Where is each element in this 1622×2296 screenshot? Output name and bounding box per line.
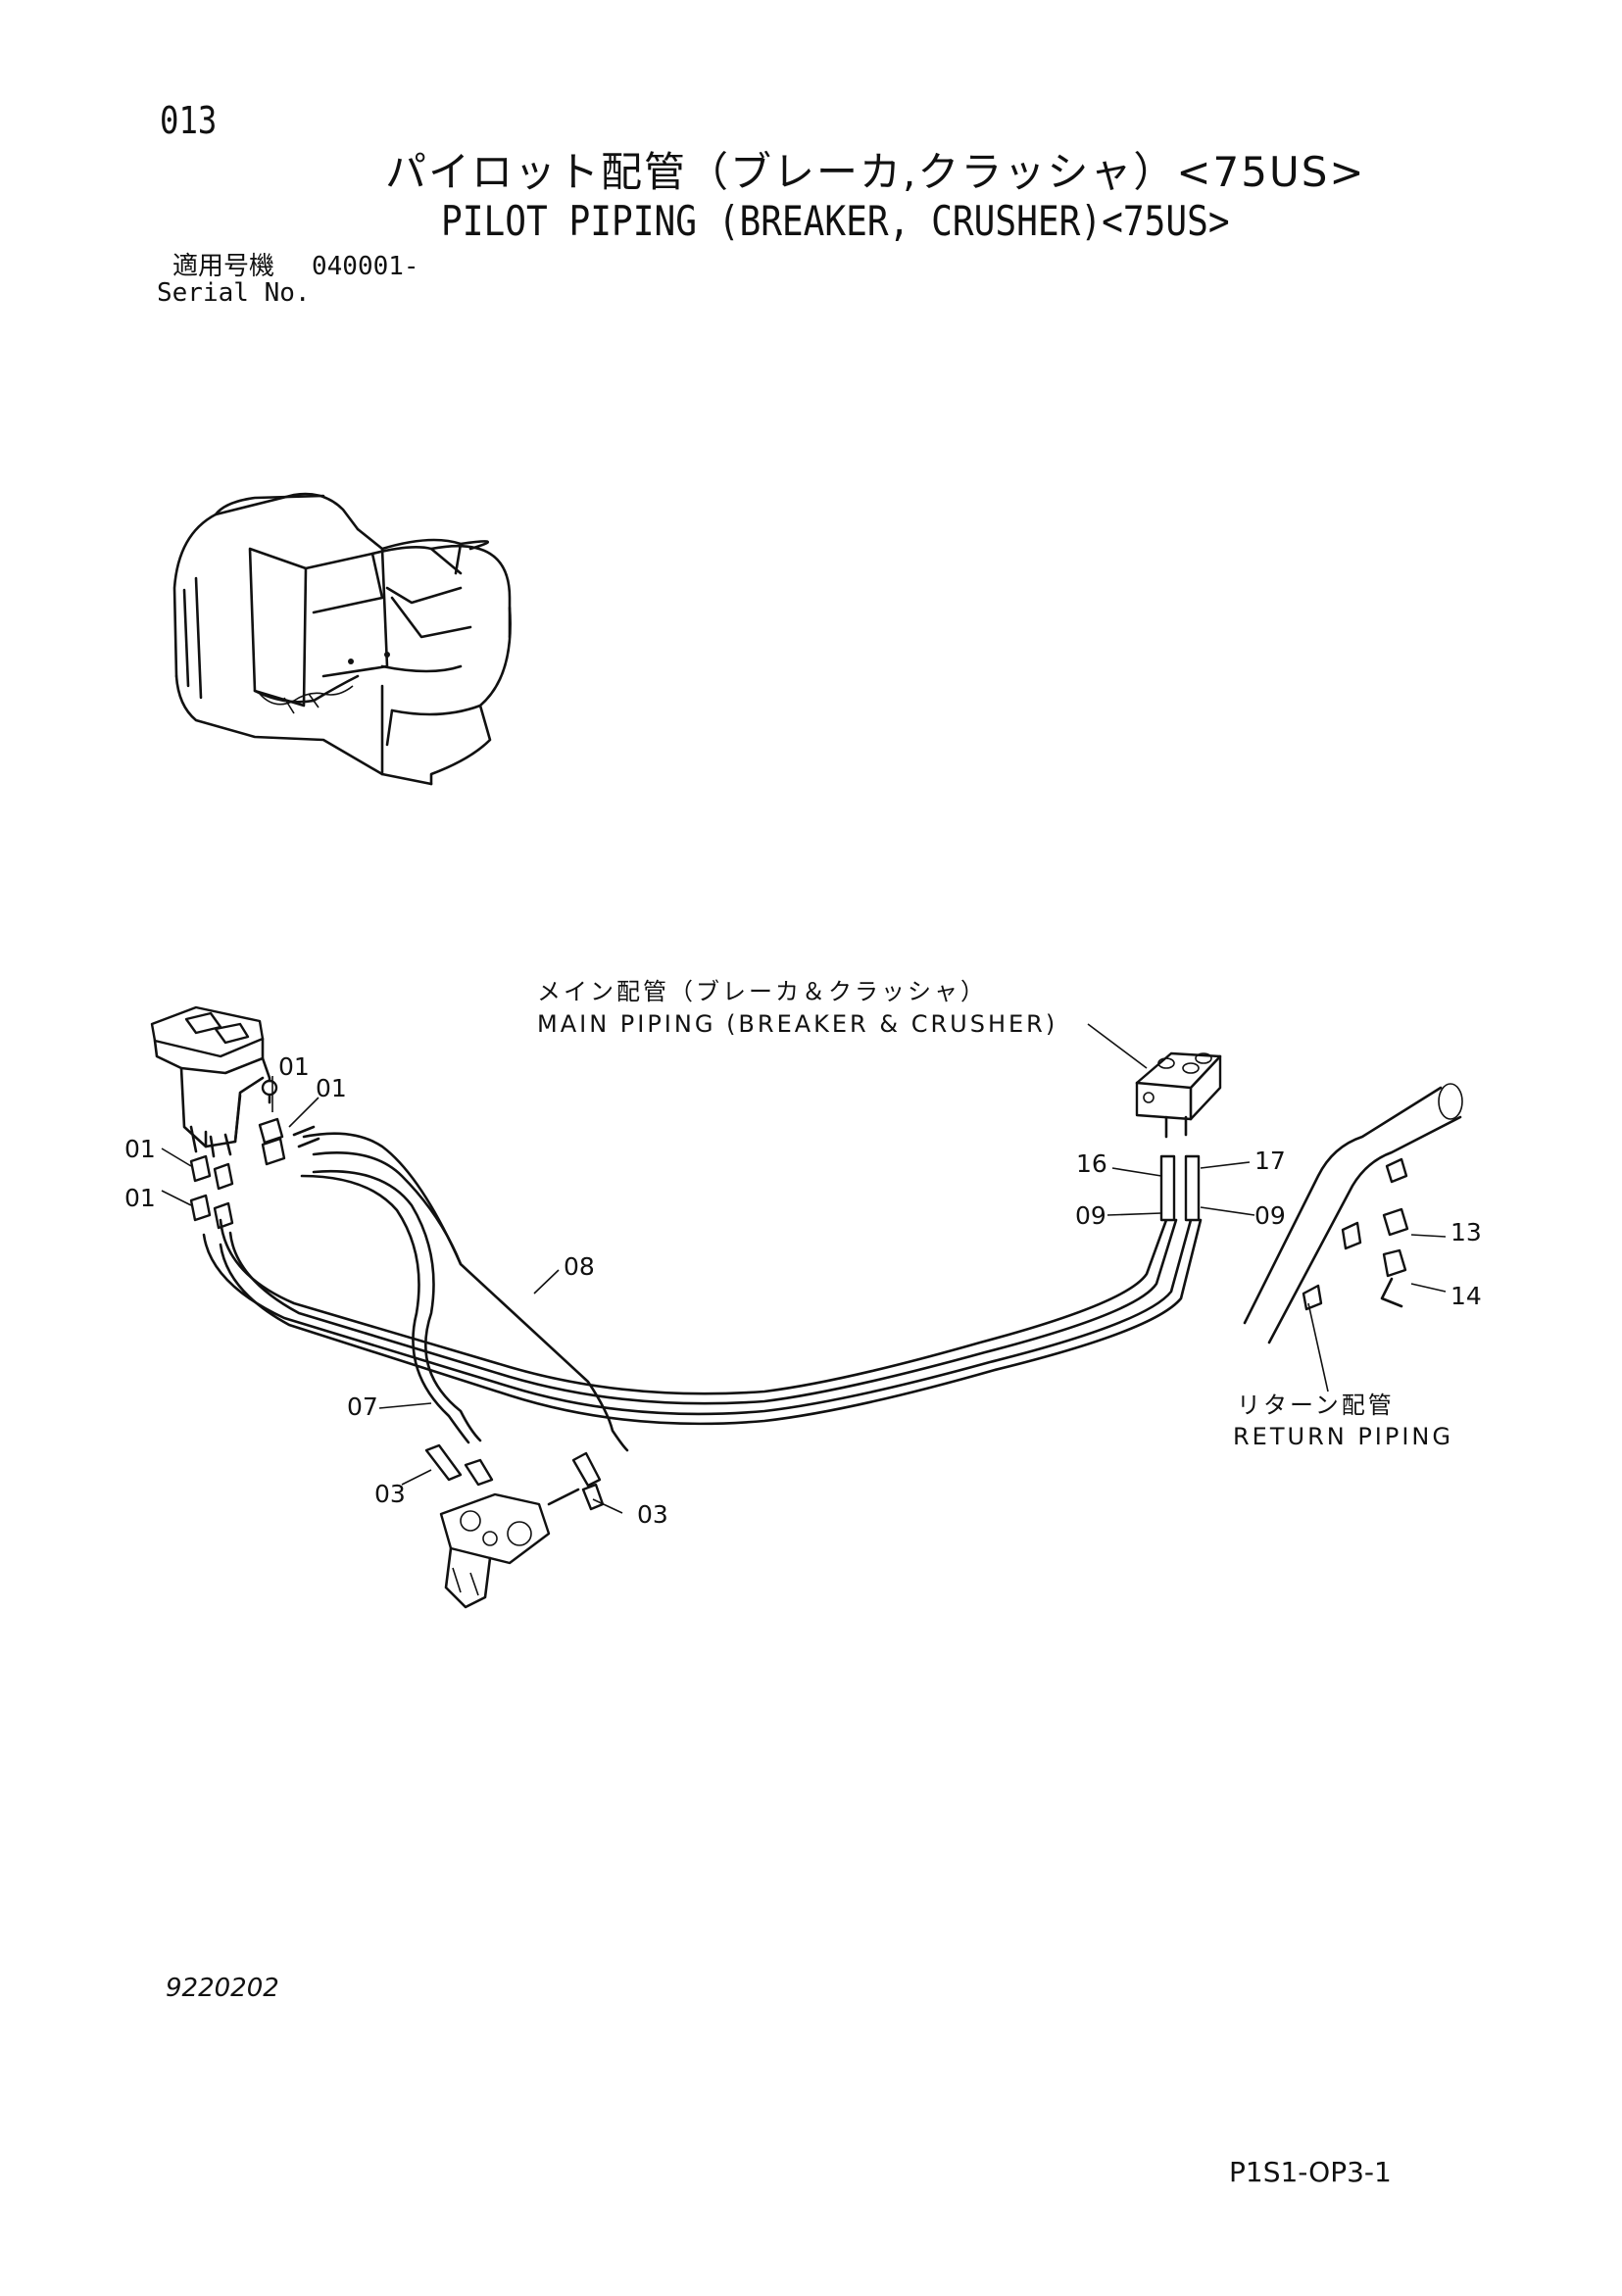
page-number: 013	[160, 99, 218, 142]
part-label: 01	[124, 1184, 156, 1212]
part-label: 09	[1075, 1201, 1106, 1230]
pilot-valve-pedal	[150, 1005, 278, 1158]
serial-value: 040001-	[312, 252, 419, 281]
return-piping-label-jp: リターン配管	[1237, 1392, 1395, 1419]
return-pipe	[1243, 1083, 1463, 1344]
excavator-cab-overview	[172, 492, 512, 786]
part-label: 14	[1450, 1282, 1482, 1310]
part-label: 07	[347, 1392, 378, 1421]
title-english: PILOT PIPING (BREAKER, CRUSHER)<75US>	[441, 197, 1230, 245]
serial-label-english: Serial No.	[157, 278, 311, 308]
fittings-01	[189, 1117, 320, 1230]
main-piping-block	[1135, 1051, 1222, 1222]
part-label: 17	[1254, 1147, 1286, 1175]
sheet-id: P1S1-OP3-1	[1229, 2156, 1392, 2188]
hoses	[202, 1132, 1203, 1452]
part-label: 03	[637, 1500, 668, 1529]
lower-valve	[424, 1443, 605, 1609]
part-label: 01	[316, 1074, 347, 1102]
part-label: 01	[278, 1052, 310, 1081]
part-label: 01	[124, 1135, 156, 1163]
part-label: 08	[564, 1252, 595, 1281]
serial-label-japanese: 適用号機	[172, 252, 275, 281]
part-label: 03	[374, 1480, 406, 1508]
part-label: 16	[1076, 1149, 1107, 1178]
part-label: 09	[1254, 1201, 1286, 1230]
return-piping-label-en: RETURN PIPING	[1233, 1423, 1453, 1450]
leader-lines	[161, 1023, 1447, 1514]
main-piping-label-jp: メイン配管（ブレーカ＆クラッシャ）	[537, 978, 987, 1005]
main-piping-label-en: MAIN PIPING (BREAKER & CRUSHER)	[537, 1010, 1058, 1038]
drawing-code: 9220202	[166, 1974, 279, 2003]
part-label: 13	[1450, 1218, 1482, 1246]
title-japanese: パイロット配管（ブレーカ,クラッシャ）<75US>	[385, 148, 1366, 196]
